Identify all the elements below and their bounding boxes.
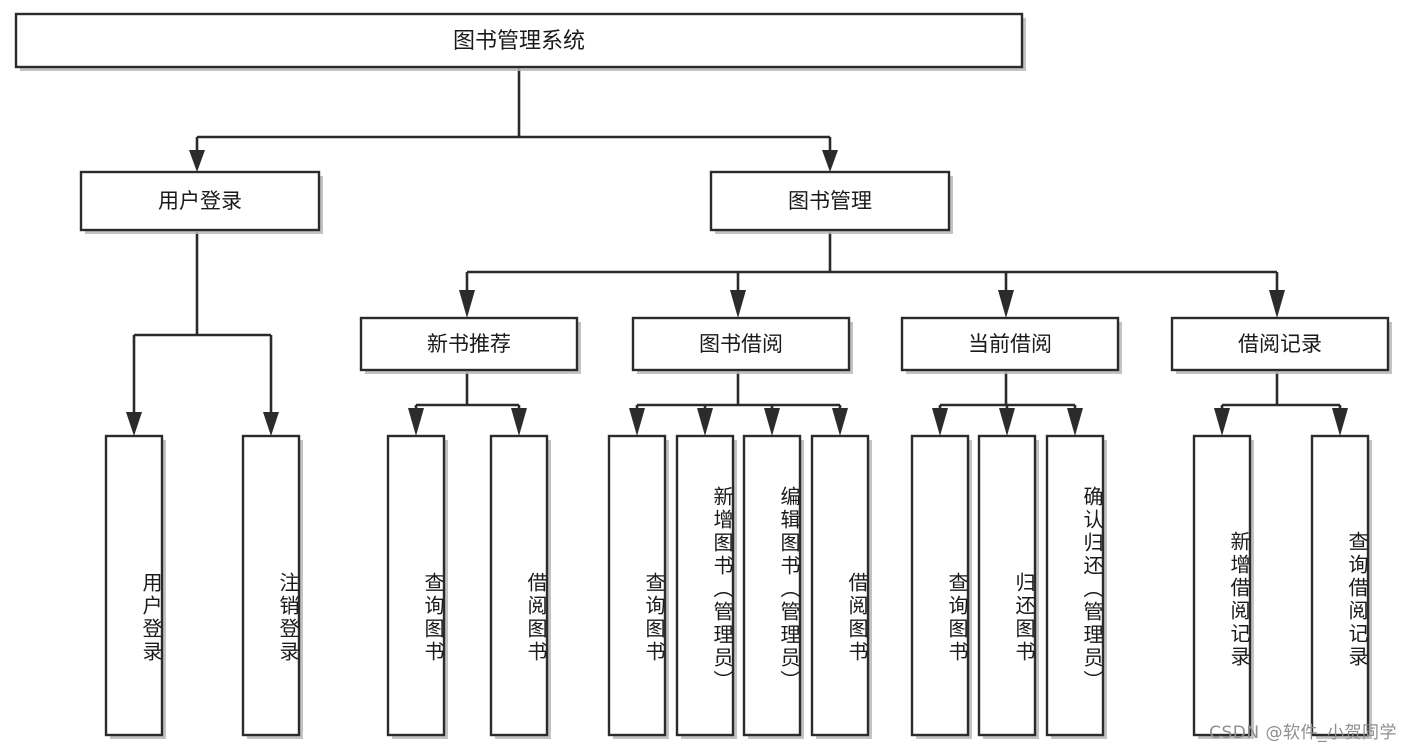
node-box-borrow-record[interactable] <box>1170 316 1390 372</box>
leaf-box-new-book-2[interactable] <box>489 434 549 737</box>
arrow-current-borrow <box>998 290 1014 318</box>
arrow-bb-leaf-2 <box>697 408 713 436</box>
arrow-borrow-record <box>1269 290 1285 318</box>
leaf-box-new-book-1[interactable] <box>386 434 446 737</box>
arrow-user-login <box>189 150 205 172</box>
leaf-box-current-1[interactable] <box>910 434 970 737</box>
leaf-box-borrow-3[interactable] <box>742 434 802 737</box>
leaf-box-borrow-4[interactable] <box>810 434 870 737</box>
node-box-book-borrow[interactable] <box>631 316 851 372</box>
arrow-new-book-rec <box>459 290 475 318</box>
leaf-box-record-2[interactable] <box>1310 434 1370 737</box>
connector-layer <box>126 67 1348 436</box>
arrow-book-borrow <box>730 290 746 318</box>
node-label-new-book-rec: 新书推荐 <box>427 332 511 356</box>
leaf-box-user-login-1[interactable] <box>104 434 164 737</box>
arrow-cb-leaf-2 <box>999 408 1015 436</box>
node-label-book-borrow: 图书借阅 <box>699 332 783 356</box>
node-label-borrow-record: 借阅记录 <box>1238 332 1322 356</box>
leaf-box-current-3[interactable] <box>1045 434 1105 737</box>
leaf-box-borrow-1[interactable] <box>607 434 667 737</box>
arrow-nbr-leaf-1 <box>408 408 424 436</box>
arrow-user-login-leaf-2 <box>263 412 279 436</box>
node-layer: 图书管理系统 用户登录 图书管理 新书推荐 图书借阅 当前借阅 <box>14 12 1392 374</box>
arrow-cb-leaf-1 <box>932 408 948 436</box>
arrow-bb-leaf-3 <box>764 408 780 436</box>
arrow-br-leaf-2 <box>1332 408 1348 436</box>
arrow-book-manage <box>822 150 838 172</box>
node-label-user-login: 用户登录 <box>158 189 242 213</box>
arrow-nbr-leaf-2 <box>511 408 527 436</box>
node-label-book-manage: 图书管理 <box>788 189 872 213</box>
watermark-text: CSDN @软件_小贺同学 <box>1209 723 1397 743</box>
arrow-cb-leaf-3 <box>1067 408 1083 436</box>
node-box-new-book-rec[interactable] <box>359 316 579 372</box>
node-box-user-login[interactable] <box>79 170 321 232</box>
leaf-layer <box>104 434 1372 739</box>
node-label-current-borrow: 当前借阅 <box>968 332 1052 356</box>
arrow-bb-leaf-4 <box>832 408 848 436</box>
node-label-root: 图书管理系统 <box>453 29 585 54</box>
arrow-bb-leaf-1 <box>629 408 645 436</box>
leaf-box-record-1[interactable] <box>1192 434 1252 737</box>
leaf-box-borrow-2[interactable] <box>675 434 735 737</box>
arrow-br-leaf-1 <box>1214 408 1230 436</box>
node-box-current-borrow[interactable] <box>900 316 1120 372</box>
node-box-root[interactable] <box>14 12 1024 69</box>
node-box-book-manage[interactable] <box>709 170 951 232</box>
arrow-user-login-leaf-1 <box>126 412 142 436</box>
leaf-box-current-2[interactable] <box>977 434 1037 737</box>
leaf-box-user-login-2[interactable] <box>241 434 301 737</box>
